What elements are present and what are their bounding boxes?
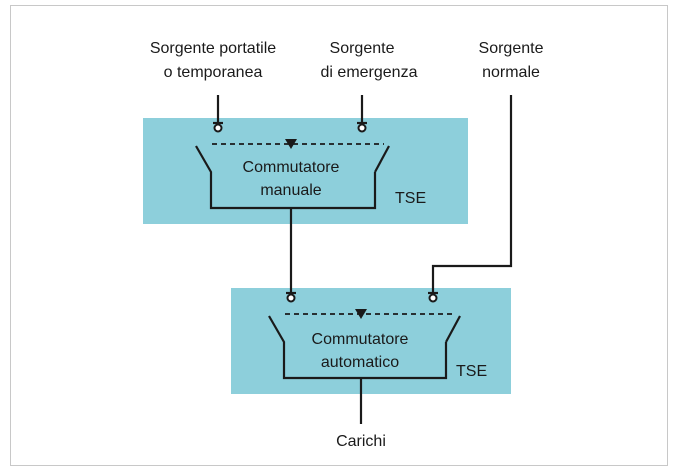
manual-switch-title-line2: manuale [260,182,321,199]
automatic-terminal-right [428,291,438,303]
loads-label: Carichi [336,433,386,450]
normal-source-label-line2: normale [482,64,540,81]
manual-switch-contacts [195,145,377,210]
manual-switch-title-line1: Commutatore [243,159,340,176]
automatic-switch-title-line2: automatico [321,354,399,371]
manual-right-blade [374,145,390,173]
automatic-tse-box [231,288,511,394]
emergency-source-label-line2: di emergenza [321,64,418,81]
manual-tse-box [143,118,468,224]
manual-terminal-right [357,121,367,133]
automatic-terminal-left [286,291,296,303]
automatic-right-blade [445,315,461,343]
manual-terminal-left [213,121,223,133]
automatic-switch-contacts [268,315,448,380]
portable-source-label-line1: Sorgente portatile [150,40,276,57]
manual-interlock-arrow [285,139,297,149]
portable-source-label-line2: o temporanea [164,64,263,81]
manual-tse-tag: TSE [395,190,426,207]
automatic-interlock-arrow [355,309,367,319]
automatic-switch-title-line1: Commutatore [312,331,409,348]
automatic-tse-tag: TSE [456,363,487,380]
normal-source-label-line1: Sorgente [479,40,544,57]
emergency-source-label-line1: Sorgente [330,40,395,57]
normal-source-wire [431,95,513,293]
